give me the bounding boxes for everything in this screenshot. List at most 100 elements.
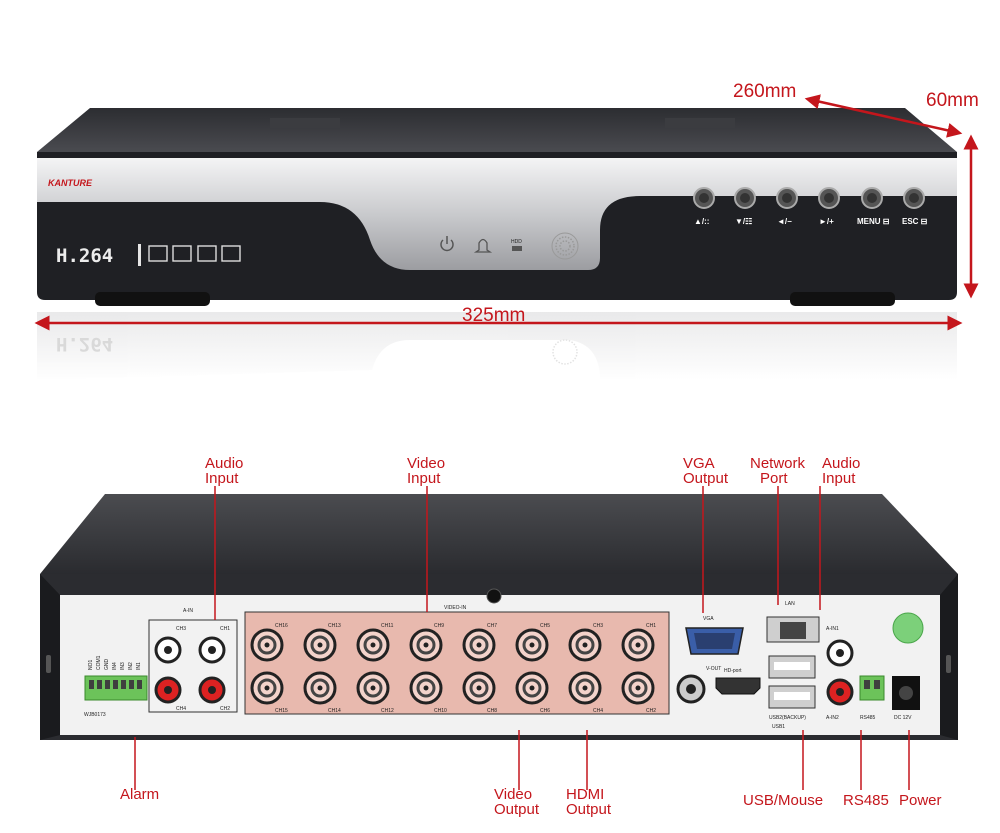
height-label: 60mm (926, 90, 979, 111)
hd-port-label: HD-port (724, 668, 742, 674)
width-label: 325mm (462, 305, 525, 326)
audio-jack[interactable] (198, 676, 226, 704)
audio-ch-label: CH2 (220, 706, 230, 712)
bnc-channel-label: CH11 (381, 623, 394, 629)
right-button-label: ►/+ (819, 217, 834, 226)
codec-label: H.264 (56, 245, 113, 267)
audio-jack[interactable] (826, 639, 854, 667)
callout-usb-mouse: USB/Mouse (743, 792, 823, 809)
ir-receiver (551, 232, 579, 260)
dvr-top-surface (37, 108, 957, 152)
front-buttons: ▲/:: ▼/☷ ◄/− ►/+ MENU ⊟ ESC ⊟ (693, 187, 928, 226)
power-led-icon (440, 236, 454, 252)
a-in-label: A-IN (183, 608, 193, 614)
vga-port[interactable] (685, 627, 744, 655)
bnc-video-input[interactable] (409, 671, 443, 705)
bnc-video-input[interactable] (515, 628, 549, 662)
up-button[interactable]: ▲/:: (693, 187, 715, 226)
bnc-video-input[interactable] (568, 671, 602, 705)
qc-sticker (892, 612, 924, 644)
right-button[interactable]: ►/+ (818, 187, 840, 226)
vent-slot (665, 118, 735, 128)
feature-icons (148, 245, 241, 262)
video-out-bnc[interactable] (676, 674, 706, 704)
bnc-video-input[interactable] (356, 628, 390, 662)
bnc-channel-label: CH2 (646, 708, 656, 714)
dc12v-label: DC 12V (894, 715, 912, 721)
audio-ch-label: CH3 (176, 626, 186, 632)
dvr-rear-view: NO1 COM1 GND IN4 IN3 IN2 IN1 WJB0173 A-I… (40, 494, 958, 740)
depth-arrow (804, 94, 963, 138)
left-button-label: ◄/− (777, 217, 792, 226)
bnc-video-input[interactable] (356, 671, 390, 705)
model-label: WJB0173 (84, 712, 106, 718)
dvr-front-view: KANTURE H.264 HDD ▲/:: ▼/☷ ◄/− ►/+ MENU … (37, 108, 957, 306)
audio-ch-label: CH1 (220, 626, 230, 632)
alarm-bell-icon (473, 238, 493, 253)
feature-icon (197, 245, 217, 262)
callout-alarm: Alarm (120, 786, 159, 803)
alarm-pin-label: IN2 (128, 662, 134, 670)
feature-icon (221, 245, 241, 262)
left-button[interactable]: ◄/− (776, 187, 798, 226)
divider (138, 244, 141, 266)
audio-jack[interactable] (826, 678, 854, 706)
lan-label: LAN (785, 601, 795, 607)
menu-button[interactable]: MENU ⊟ (857, 187, 890, 226)
bnc-video-input[interactable] (250, 671, 284, 705)
alarm-terminal: NO1 COM1 GND IN4 IN3 IN2 IN1 WJB0173 (84, 655, 148, 718)
bnc-channel-label: CH14 (328, 708, 341, 714)
bnc-channel-label: CH3 (593, 623, 603, 629)
bnc-video-input[interactable] (250, 628, 284, 662)
audio-jack[interactable] (154, 636, 182, 664)
reflection-codec: H.264 (56, 333, 113, 355)
rear-top-surface (40, 494, 958, 574)
foot (790, 292, 895, 306)
bnc-channel-label: CH4 (593, 708, 603, 714)
up-button-label: ▲/:: (694, 217, 709, 226)
esc-button[interactable]: ESC ⊟ (902, 187, 928, 226)
bnc-channel-label: CH10 (434, 708, 447, 714)
audio-jack[interactable] (154, 676, 182, 704)
bnc-video-input[interactable] (621, 671, 655, 705)
vga-label: VGA (703, 616, 714, 622)
bnc-video-input[interactable] (462, 671, 496, 705)
hdmi-port[interactable] (715, 677, 761, 695)
bnc-channel-label: CH15 (275, 708, 288, 714)
bnc-video-input[interactable] (568, 628, 602, 662)
brand-logo: KANTURE (48, 178, 93, 188)
rear-screw (486, 588, 502, 604)
bnc-video-input[interactable] (621, 628, 655, 662)
vout-label: V-OUT (706, 666, 721, 672)
alarm-pin-label: COM1 (96, 655, 102, 670)
alarm-pin-label: IN4 (112, 662, 118, 670)
bnc-video-input[interactable] (462, 628, 496, 662)
vent-slot (270, 118, 340, 128)
down-button[interactable]: ▼/☷ (734, 187, 756, 226)
foot (95, 292, 210, 306)
bnc-channel-label: CH16 (275, 623, 288, 629)
a-in1-label: A-IN1 (826, 626, 839, 632)
bnc-channel-label: CH9 (434, 623, 444, 629)
feature-icon (148, 245, 168, 262)
bnc-video-input[interactable] (409, 628, 443, 662)
audio-jack[interactable] (198, 636, 226, 664)
alarm-pin-label: GND (104, 659, 110, 671)
bnc-video-input[interactable] (515, 671, 549, 705)
bnc-video-input[interactable] (303, 671, 337, 705)
bnc-channel-label: CH6 (540, 708, 550, 714)
bnc-video-input[interactable] (303, 628, 337, 662)
esc-button-label: ESC ⊟ (902, 217, 928, 226)
alarm-pin-label: NO1 (88, 660, 94, 671)
audio-ch-label: CH4 (176, 706, 186, 712)
callout-power: Power (899, 792, 942, 809)
callout-rs485: RS485 (843, 792, 889, 809)
